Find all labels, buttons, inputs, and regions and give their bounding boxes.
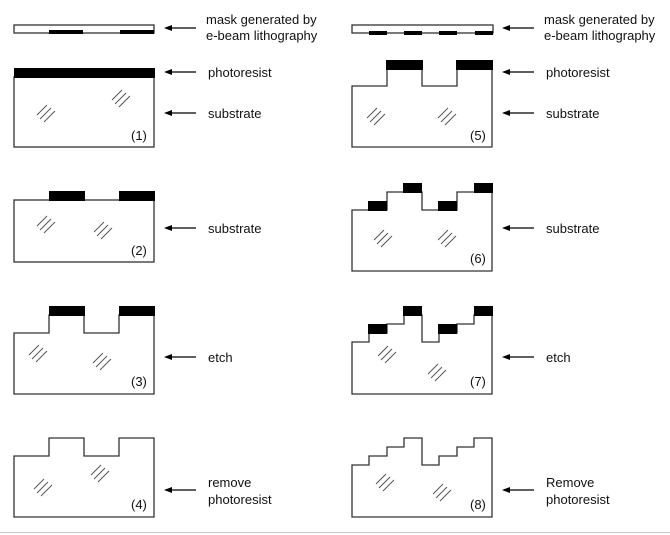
step-4-label-remove: remove bbox=[208, 475, 251, 490]
mask-label-line1: mask generated by bbox=[206, 12, 317, 27]
step-number-8: (8) bbox=[470, 497, 486, 512]
step-number-2: (2) bbox=[131, 243, 147, 258]
step-8-label-remove: Remove bbox=[546, 475, 594, 490]
step-4-structure bbox=[13, 437, 155, 518]
step-number-5: (5) bbox=[470, 128, 486, 143]
step-3-structure bbox=[13, 306, 155, 395]
arrow-icon bbox=[501, 24, 535, 32]
arrow-icon bbox=[163, 68, 197, 76]
step-number-7: (7) bbox=[470, 374, 486, 389]
mask-label-line1: mask generated by bbox=[544, 12, 655, 27]
arrow-icon bbox=[501, 353, 535, 361]
step-5-label-substrate: substrate bbox=[546, 106, 599, 121]
arrow-icon bbox=[501, 486, 535, 494]
step-number-4: (4) bbox=[131, 497, 147, 512]
step-5-structure bbox=[351, 60, 493, 148]
arrow-icon bbox=[163, 353, 197, 361]
step-5-label-photoresist: photoresist bbox=[546, 65, 610, 80]
step-number-6: (6) bbox=[470, 251, 486, 266]
bottom-divider bbox=[0, 532, 670, 533]
mask-left bbox=[13, 24, 155, 34]
step-7-structure bbox=[351, 306, 493, 395]
step-8-label-photoresist: photoresist bbox=[546, 492, 610, 507]
step-8-structure bbox=[351, 437, 493, 518]
step-3-label-etch: etch bbox=[208, 350, 233, 365]
arrow-icon bbox=[163, 224, 197, 232]
step-6-structure bbox=[351, 183, 493, 272]
step-2-label-substrate: substrate bbox=[208, 221, 261, 236]
step-1-structure bbox=[13, 68, 155, 148]
step-1-label-photoresist: photoresist bbox=[208, 65, 272, 80]
step-2-structure bbox=[13, 191, 155, 263]
mask-label-line2: e-beam lithography bbox=[206, 28, 318, 43]
mask-label-line2: e-beam lithography bbox=[544, 28, 656, 43]
step-1-label-substrate: substrate bbox=[208, 106, 261, 121]
step-number-1: (1) bbox=[131, 128, 147, 143]
arrow-icon bbox=[501, 109, 535, 117]
step-7-label-etch: etch bbox=[546, 350, 571, 365]
arrow-icon bbox=[501, 224, 535, 232]
step-6-label-substrate: substrate bbox=[546, 221, 599, 236]
step-4-label-photoresist: photoresist bbox=[208, 492, 272, 507]
step-number-3: (3) bbox=[131, 374, 147, 389]
arrow-icon bbox=[163, 24, 197, 32]
arrow-icon bbox=[163, 109, 197, 117]
arrow-icon bbox=[501, 68, 535, 76]
arrow-icon bbox=[163, 486, 197, 494]
mask-right bbox=[351, 24, 494, 35]
